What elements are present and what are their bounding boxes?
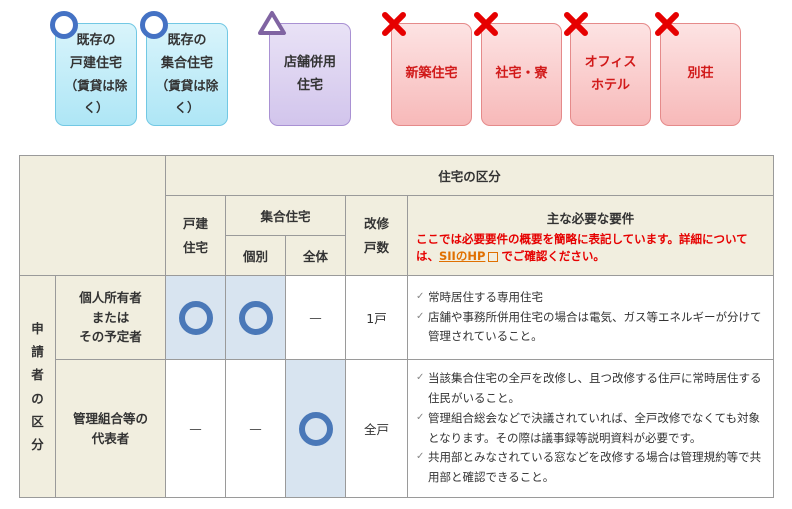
ok-circle-icon	[178, 300, 213, 335]
card-line: 既存の	[167, 32, 207, 48]
cell-individual-ok	[225, 275, 286, 360]
requirements-note: ここでは必要要件の概要を簡略に表記しています。詳細については、SIIのHP でご確…	[408, 231, 773, 266]
card-sub: （賃貸は除く）	[64, 78, 128, 116]
side-char: 分	[31, 436, 44, 452]
card-store-combined-house: 店舗併用 住宅	[269, 23, 351, 126]
side-char: 請	[31, 344, 44, 360]
header-collective: 集合住宅	[225, 195, 346, 236]
row-label-line: 個人所有者	[79, 290, 142, 306]
sii-hp-link[interactable]: SIIのHP	[439, 249, 486, 263]
cross-ineligible-icon	[564, 12, 588, 36]
cross-ineligible-icon	[474, 12, 498, 36]
card-new-house: 新築住宅	[391, 23, 472, 126]
row-label-line: 代表者	[91, 430, 130, 446]
cross-ineligible-icon	[655, 12, 679, 36]
requirements-title: 主な必要な要件	[546, 210, 635, 226]
header-line: 住宅	[182, 239, 208, 255]
requirement-item: 管理組合総会などで決議されていれば、全戸改修でなくても対象となります。その際は議…	[416, 409, 763, 449]
card-line: オフィス	[584, 54, 637, 70]
card-line: 社宅・寮	[495, 66, 548, 82]
note-text: ここでは必要要件の概要を簡略に表記しています。詳細については、	[416, 231, 748, 263]
card-line: 住宅	[296, 77, 323, 93]
cell-individual-na: —	[225, 359, 286, 498]
side-char: 者	[31, 367, 44, 383]
cell-detached-ok	[165, 275, 226, 360]
card-office-hotel: オフィス ホテル	[570, 23, 651, 126]
note-text: でご確認ください。	[501, 249, 605, 263]
card-line: ホテル	[590, 77, 630, 93]
row-label-individual-owner: 個人所有者 または その予定者	[55, 275, 166, 360]
external-link-icon[interactable]	[488, 251, 499, 262]
side-char: 申	[31, 321, 44, 337]
requirement-item: 共用部とみなされている窓などを改修する場合は管理規約等で共用部と確認できること。	[416, 448, 763, 488]
requirement-item: 店舗や事務所併用住宅の場合は電気、ガス等エネルギーが分けて管理されていること。	[416, 308, 763, 348]
header-units: 改修 戸数	[345, 195, 408, 276]
cell-detached-na: —	[165, 359, 226, 498]
cell-requirements: 常時居住する専用住宅 店舗や事務所併用住宅の場合は電気、ガス等エネルギーが分けて…	[407, 275, 774, 360]
header-line: 戸数	[363, 239, 389, 255]
card-line: 新築住宅	[405, 66, 458, 82]
row-label-line: 管理組合等の	[72, 411, 148, 427]
cross-ineligible-icon	[382, 12, 406, 36]
ok-circle-icon	[298, 411, 333, 446]
header-line: 改修	[363, 216, 389, 232]
cell-whole-na: —	[285, 275, 346, 360]
cell-whole-ok	[285, 359, 346, 498]
row-label-line: または	[91, 309, 130, 325]
side-label-applicant-category: 申 請 者 の 区 分	[19, 275, 56, 498]
card-company-housing-dorm: 社宅・寮	[481, 23, 562, 126]
cell-requirements: 当該集合住宅の全戸を改修し、且つ改修する住戸に常時居住する住民がいること。 管理…	[407, 359, 774, 498]
requirement-item: 当該集合住宅の全戸を改修し、且つ改修する住戸に常時居住する住民がいること。	[416, 369, 763, 409]
header-housing-category: 住宅の区分	[165, 155, 774, 196]
triangle-conditional-icon	[258, 11, 286, 35]
ok-circle-icon	[50, 11, 78, 39]
card-line: 店舗併用	[283, 54, 336, 70]
card-line: 別荘	[687, 66, 714, 82]
card-existing-detached: 既存の 戸建住宅 （賃貸は除く）	[55, 23, 137, 126]
header-detached: 戸建 住宅	[165, 195, 226, 276]
header-whole: 全体	[285, 235, 346, 276]
card-line: 戸建住宅	[69, 55, 122, 71]
card-line: 集合住宅	[160, 55, 213, 71]
row-label-line: その予定者	[79, 329, 142, 345]
card-sub: （賃貸は除く）	[155, 78, 219, 116]
row-label-management-association: 管理組合等の 代表者	[55, 359, 166, 498]
ok-circle-icon	[238, 300, 273, 335]
ok-circle-icon	[140, 11, 168, 39]
requirements-table: 住宅の区分 戸建 住宅 集合住宅 改修 戸数 主な必要な要件 ここでは必要要件の…	[19, 155, 774, 498]
side-char: 区	[31, 413, 44, 429]
header-line: 戸建	[182, 216, 208, 232]
side-char: の	[31, 390, 44, 406]
header-individual: 個別	[225, 235, 286, 276]
cell-units: 全戸	[345, 359, 408, 498]
corner-cell	[19, 155, 166, 276]
card-existing-collective: 既存の 集合住宅 （賃貸は除く）	[146, 23, 228, 126]
cell-units: 1戸	[345, 275, 408, 360]
card-vacation-home: 別荘	[660, 23, 741, 126]
header-requirements: 主な必要な要件 ここでは必要要件の概要を簡略に表記しています。詳細については、S…	[407, 195, 774, 276]
card-line: 既存の	[76, 32, 116, 48]
requirement-item: 常時居住する専用住宅	[416, 288, 763, 308]
